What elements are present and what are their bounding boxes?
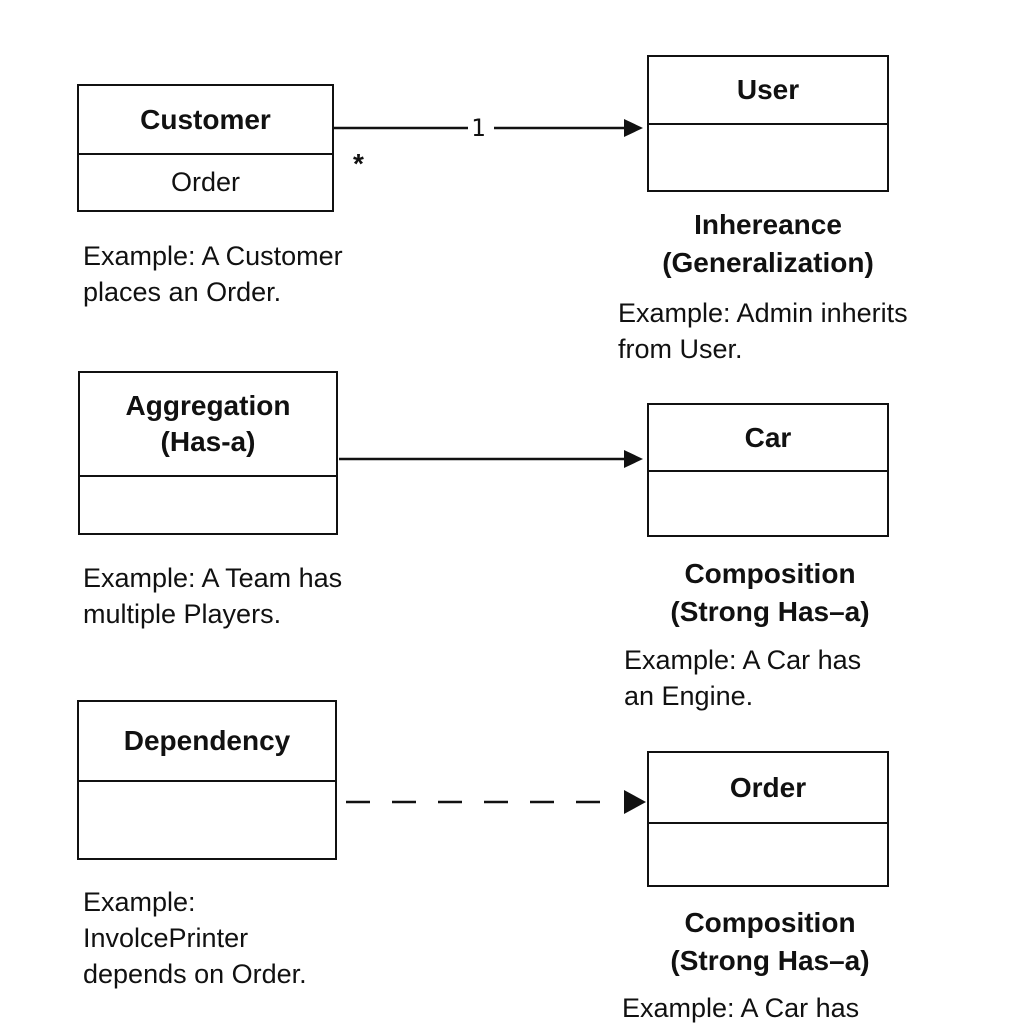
title-line: Composition: [684, 907, 856, 938]
caption-line: from User.: [618, 334, 743, 364]
dependency-class-box: Dependency: [77, 700, 337, 860]
aggregation-example-caption: Example: A Team has multiple Players.: [83, 560, 342, 632]
composition-title-2: Composition (Strong Has–a): [620, 904, 920, 980]
caption-line: Example: A Team has: [83, 563, 343, 593]
caption-line: Example: A Car has: [624, 645, 862, 675]
caption-line: Example: Admin inherits: [618, 298, 908, 328]
order-class-attribute: [649, 824, 887, 885]
composition-example-caption: Example: A Car has an Engine.: [624, 642, 861, 714]
caption-line: places an Order.: [83, 277, 282, 307]
user-class-box: User: [647, 55, 889, 192]
inheritance-title: Inhereance (Generalization): [618, 206, 918, 282]
multiplicity-many-label: *: [353, 148, 364, 179]
caption-line: multiple Players.: [83, 599, 282, 629]
caption-line: Example:: [83, 887, 196, 917]
order-class-box: Order: [647, 751, 889, 887]
dependency-arrowhead: [624, 790, 646, 814]
title-line: (Strong Has–a): [670, 596, 870, 627]
aggregation-class-box: Aggregation (Has-a): [78, 371, 338, 535]
caption-line: depends on Order.: [83, 959, 307, 989]
aggregation-class-name: Aggregation (Has-a): [80, 373, 336, 477]
title-line: Composition: [684, 558, 856, 589]
caption-line: Example: A Car has: [622, 993, 860, 1023]
caption-line: InvolcePrinter: [83, 923, 249, 953]
caption-line: Example: A Customer: [83, 241, 343, 271]
user-class-attribute: [649, 125, 887, 190]
user-class-name: User: [649, 57, 887, 125]
customer-class-name: Customer: [79, 86, 332, 155]
class-name-line: Aggregation: [125, 390, 291, 421]
composition-title: Composition (Strong Has–a): [620, 555, 920, 631]
title-line: Inhereance: [694, 209, 842, 240]
car-class-attribute: [649, 472, 887, 535]
multiplicity-one-label: 1: [471, 114, 486, 142]
car-class-name: Car: [649, 405, 887, 472]
title-line: (Strong Has–a): [670, 945, 870, 976]
car-class-box: Car: [647, 403, 889, 537]
aggregation-arrowhead: [624, 450, 643, 468]
composition-example-caption-2: Example: A Car has: [622, 990, 859, 1024]
inheritance-example-caption: Example: Admin inherits from User.: [618, 295, 908, 367]
customer-class-attribute: Order: [170, 167, 241, 197]
order-class-name: Order: [649, 753, 887, 824]
class-name-line: (Has-a): [160, 426, 256, 457]
aggregation-class-attribute: [80, 477, 336, 533]
customer-class-box: Customer Order: [77, 84, 334, 212]
dependency-example-caption: Example: InvolcePrinter depends on Order…: [83, 884, 307, 992]
dependency-class-name: Dependency: [79, 702, 335, 782]
title-line: (Generalization): [662, 247, 874, 278]
caption-line: an Engine.: [624, 681, 754, 711]
association-arrowhead: [624, 119, 643, 137]
dependency-class-attribute: [79, 782, 335, 858]
customer-example-caption: Example: A Customer places an Order.: [83, 238, 343, 310]
